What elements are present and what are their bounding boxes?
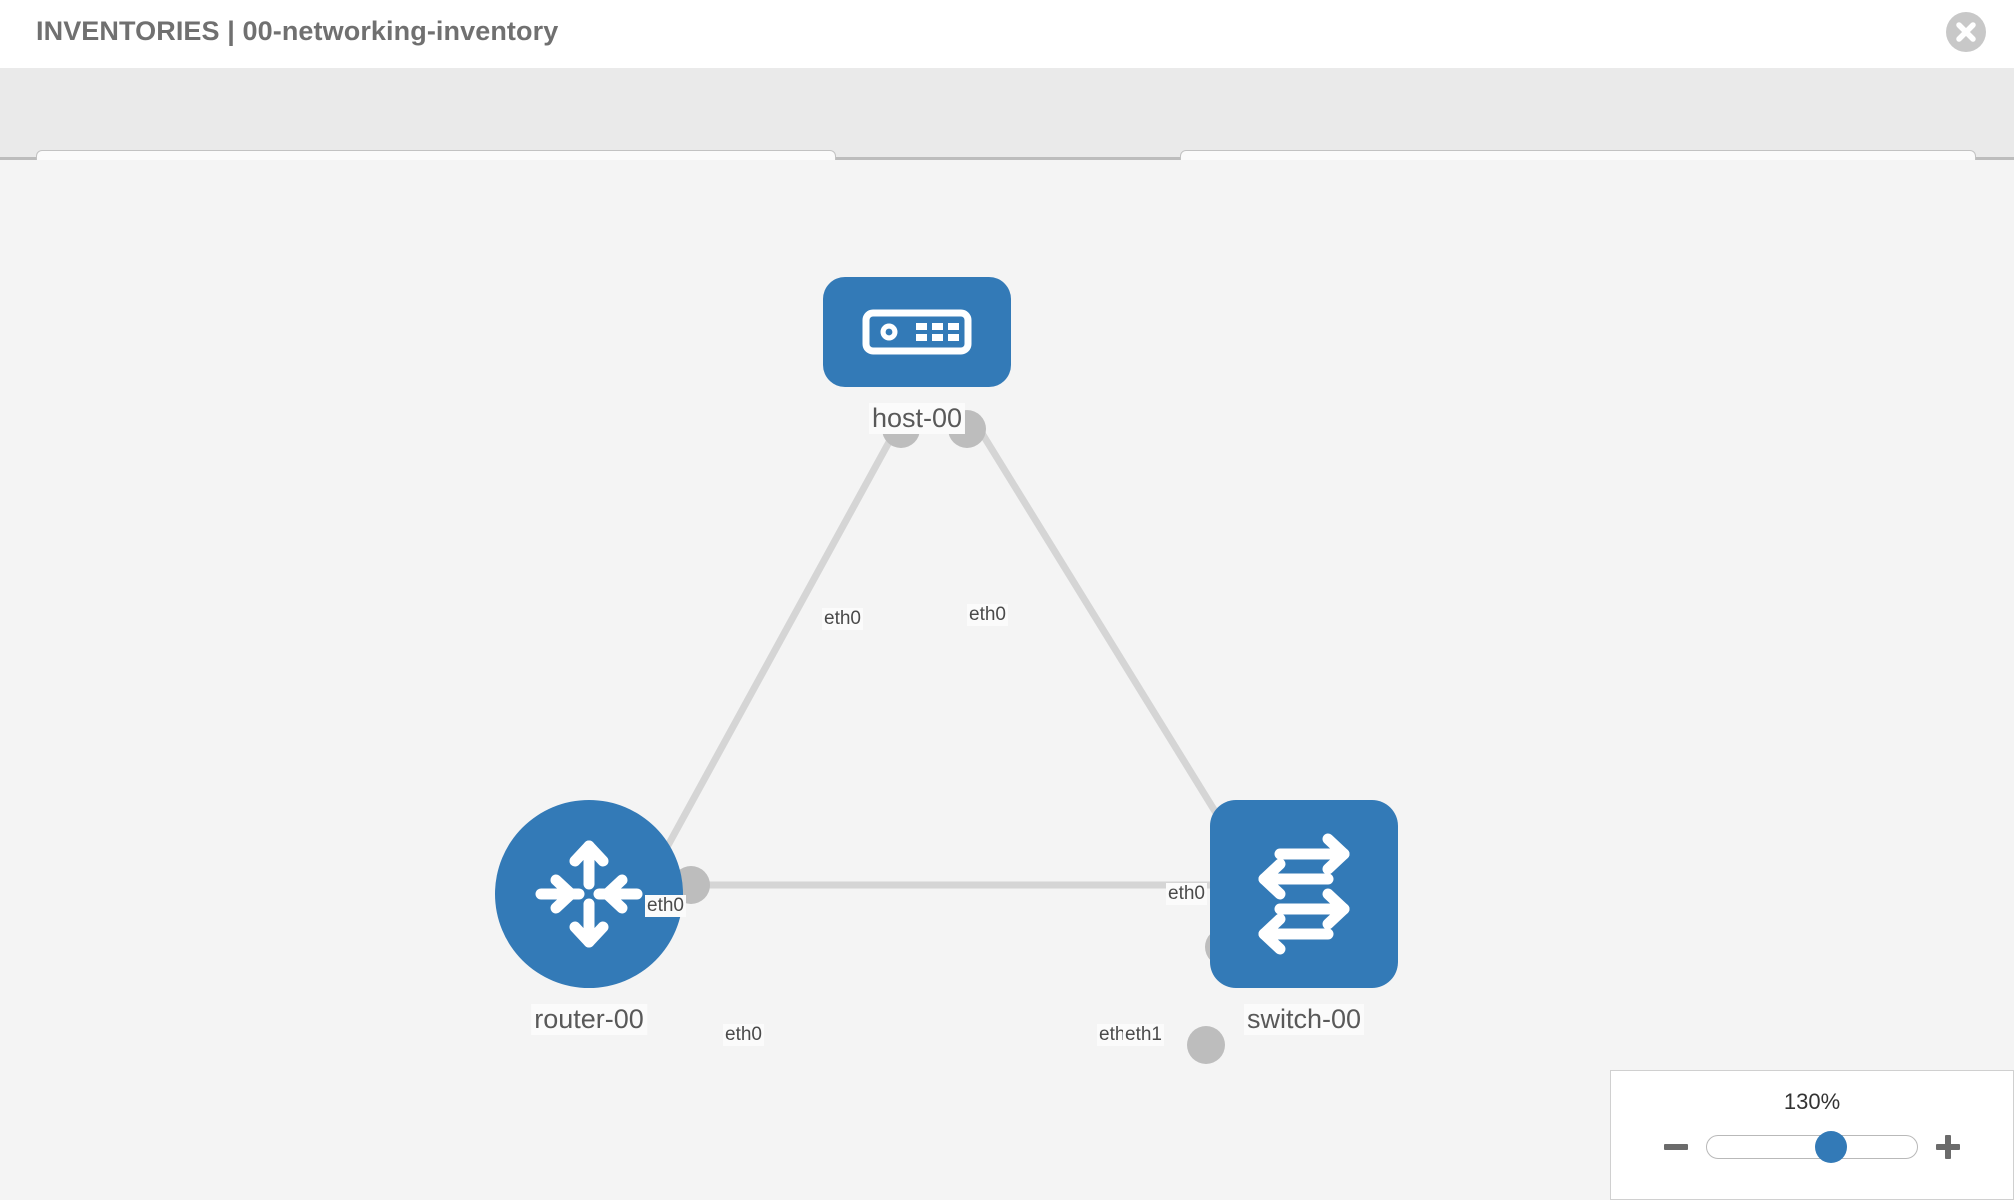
router-icon — [535, 840, 643, 948]
router-node-shape[interactable] — [495, 800, 683, 988]
switch-node-shape[interactable] — [1210, 800, 1398, 988]
node-switch-00[interactable]: switch-00 — [1210, 800, 1398, 1070]
edge-label-host-left: eth0 — [822, 608, 863, 630]
node-host-00[interactable]: host-00 — [823, 277, 1011, 467]
port-switch-left-mid[interactable] — [1187, 1026, 1225, 1064]
zoom-slider[interactable] — [1706, 1131, 1918, 1163]
zoom-control-panel: 130% — [1610, 1070, 2014, 1200]
close-icon[interactable] — [1946, 12, 1986, 52]
edge-label-router-right: eth0 — [723, 1024, 764, 1046]
node-label-switch-00: switch-00 — [1243, 1004, 1365, 1035]
host-node-shape[interactable] — [823, 277, 1011, 387]
node-label-router-00: router-00 — [531, 1004, 647, 1035]
edge-label-host-right: eth0 — [967, 604, 1008, 626]
edge-label-router-up: eth0 — [645, 895, 686, 917]
edge-label-switch-up: eth0 — [1166, 883, 1207, 905]
minus-icon[interactable] — [1662, 1133, 1690, 1161]
topology-canvas[interactable]: host-00 router-00 — [0, 160, 2014, 1200]
page-header: INVENTORIES | 00-networking-inventory — [0, 0, 2014, 68]
server-icon — [862, 309, 972, 355]
plus-icon[interactable] — [1934, 1133, 1962, 1161]
edge-label-switch-left-b: eth1 — [1123, 1024, 1164, 1046]
zoom-level-label: 130% — [1783, 1089, 1841, 1114]
page-title: INVENTORIES | 00-networking-inventory — [36, 16, 559, 46]
node-label-host-00: host-00 — [868, 403, 966, 434]
node-router-00[interactable]: router-00 — [495, 800, 683, 1070]
edge-label-switch-left-a: eth — [1097, 1024, 1128, 1046]
toolbar: ACTIONS SEARCH — [0, 68, 2014, 202]
switch-icon — [1258, 833, 1350, 955]
topology-links — [656, 420, 1248, 889]
zoom-slider-thumb[interactable] — [1814, 1131, 1847, 1163]
